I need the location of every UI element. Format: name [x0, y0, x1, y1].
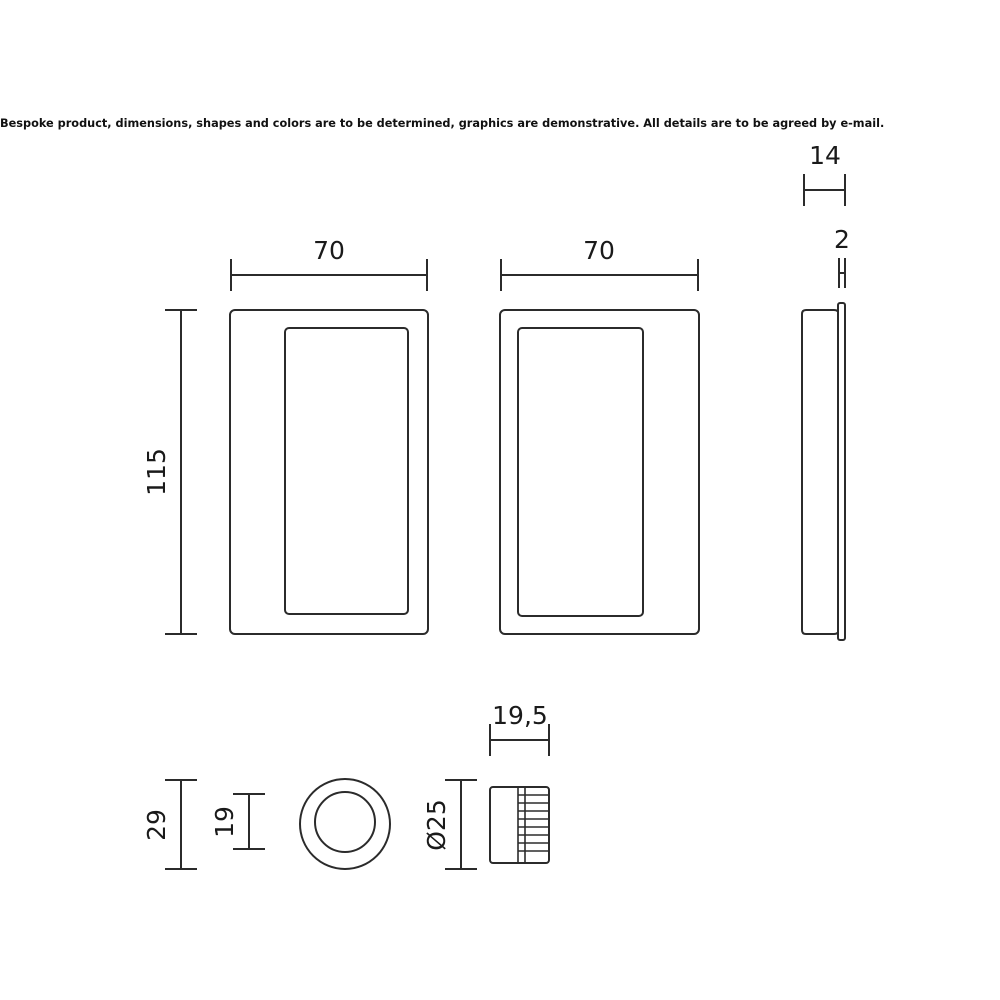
label-flange-thickness: 2	[834, 225, 850, 254]
dimension-knob-inner: 19	[210, 793, 265, 850]
label-knob-inner: 19	[210, 806, 239, 838]
dimension-knob-diameter: Ø25	[422, 779, 477, 870]
label-side-depth: 14	[809, 141, 841, 170]
label-height: 115	[142, 448, 171, 496]
label-front-width-right: 70	[583, 236, 615, 265]
disclaimer-note: Bespoke product, dimensions, shapes and …	[0, 117, 885, 130]
knob-side-view	[489, 786, 550, 864]
knob-front-view	[299, 778, 391, 870]
dimension-side-depth: 14	[803, 141, 846, 206]
dimension-front-width-right: 70	[500, 236, 699, 291]
label-knob-outer: 29	[142, 809, 171, 841]
dimension-front-width-left: 70	[230, 236, 428, 291]
dimension-knob-depth: 19,5	[489, 701, 550, 756]
front-view-left	[229, 309, 429, 635]
label-knob-depth: 19,5	[492, 701, 548, 730]
front-view-right	[499, 309, 700, 635]
dimension-height: 115	[142, 309, 197, 635]
dimension-flange-thickness: 2	[834, 225, 850, 288]
label-knob-diameter: Ø25	[422, 799, 451, 851]
label-front-width-left: 70	[313, 236, 345, 265]
side-view	[801, 302, 846, 641]
dimension-knob-outer: 29	[142, 779, 197, 870]
